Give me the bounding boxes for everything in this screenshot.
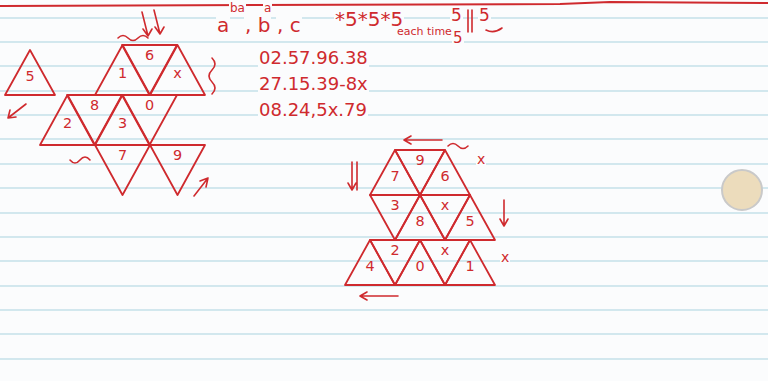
punch-hole (722, 170, 762, 210)
triangle-edge (5, 50, 55, 95)
triangle-cell: 8 (395, 195, 445, 240)
triangle-cell: 3 (95, 95, 150, 145)
handwritten-note: *5*5*5 (334, 8, 404, 30)
cell-digit: 6 (420, 169, 470, 185)
triangle-cell: 6 (122, 45, 177, 95)
cell-digit: x (150, 66, 205, 82)
scribbles (8, 10, 508, 300)
triangle-edge (95, 145, 150, 195)
triangle-cell: 0 (122, 95, 177, 145)
triangle-edge (445, 240, 495, 285)
handwritten-note: x (476, 152, 486, 167)
triangle-edge (95, 45, 150, 95)
triangle-edge (370, 240, 420, 285)
triangle-cell: 3 (370, 195, 420, 240)
cell-digit: 1 (445, 259, 495, 275)
triangle-edge (370, 150, 420, 195)
handwritten-note: 27.15.39-8x (258, 74, 369, 94)
triangle-cell: 9 (150, 145, 205, 195)
cell-digit: 9 (150, 148, 205, 164)
triangle-edge (420, 240, 470, 285)
cell-digit: 9 (395, 153, 445, 169)
wavy-mark (209, 58, 215, 94)
arrow-mark (404, 136, 442, 144)
cell-digit: 0 (122, 98, 177, 114)
triangle-edge (345, 240, 395, 285)
triangle-cell: 2 (370, 240, 420, 285)
triangle-edge (95, 95, 150, 145)
handwritten-note: , c (276, 14, 302, 36)
triangle-edge (150, 145, 205, 195)
arrow-mark (154, 10, 164, 34)
triangle-cell: 2 (40, 95, 95, 145)
wavy-mark (70, 157, 90, 163)
ruled-lines (0, 18, 768, 359)
triangle-edge (445, 195, 495, 240)
triangle-cell: 9 (395, 150, 445, 195)
handwritten-note: x (500, 250, 510, 265)
triangle-edge (370, 195, 420, 240)
triangle-cell: x (420, 240, 470, 285)
arrow-mark (348, 162, 357, 190)
triangle-cell: 4 (345, 240, 395, 285)
triangle-edge (420, 195, 470, 240)
triangle-cell: 6 (420, 150, 470, 195)
triangle-cell: 7 (95, 145, 150, 195)
triangle-cell: x (150, 45, 205, 95)
arrow-mark (194, 178, 208, 196)
arrow-mark (8, 104, 26, 118)
handwritten-note: a (216, 14, 230, 36)
handwritten-note: 5 (450, 6, 463, 25)
triangle-edge (395, 195, 445, 240)
handwritten-note: , b (244, 14, 271, 36)
red-top-line (0, 2, 768, 6)
handwritten-note: 5 (478, 6, 491, 25)
triangle-edge (420, 150, 470, 195)
triangle-cell: 8 (67, 95, 122, 145)
handwritten-note: 08.24,5x.79 (258, 100, 368, 120)
cell-digit: x (420, 198, 470, 214)
arrow-mark (360, 292, 398, 300)
cell-digit: 7 (95, 148, 150, 164)
triangle-cell: x (420, 195, 470, 240)
triangle-cell: 1 (95, 45, 150, 95)
wavy-mark (118, 36, 148, 41)
handwritten-note: 5 (452, 30, 464, 47)
triangle-cell: 7 (370, 150, 420, 195)
triangle-edge (122, 45, 177, 95)
triangle-edge (122, 95, 177, 145)
cell-digit: x (420, 243, 470, 259)
handwritten-note: a (263, 2, 272, 15)
double-bar (468, 10, 472, 32)
triangle-cell: 0 (395, 240, 445, 285)
arrow-mark (142, 12, 152, 36)
wavy-mark (448, 144, 468, 149)
triangle-cell: 1 (445, 240, 495, 285)
handwritten-note: 02.57.96.38 (258, 48, 369, 68)
handwritten-note: each time (396, 26, 453, 38)
cell-digit: 3 (370, 198, 420, 214)
triangle-edge (395, 240, 445, 285)
triangle-edge (150, 45, 205, 95)
triangle-edge (40, 95, 95, 145)
triangle-cell: 5 (5, 50, 55, 95)
triangle-edge (67, 95, 122, 145)
triangle-edge (395, 150, 445, 195)
cell-digit: 5 (445, 214, 495, 230)
triangle-cell: 5 (445, 195, 495, 240)
cell-digit: 2 (370, 243, 420, 259)
arrow-mark (500, 200, 508, 226)
wavy-mark (486, 28, 502, 32)
cell-digit: 5 (5, 69, 55, 85)
